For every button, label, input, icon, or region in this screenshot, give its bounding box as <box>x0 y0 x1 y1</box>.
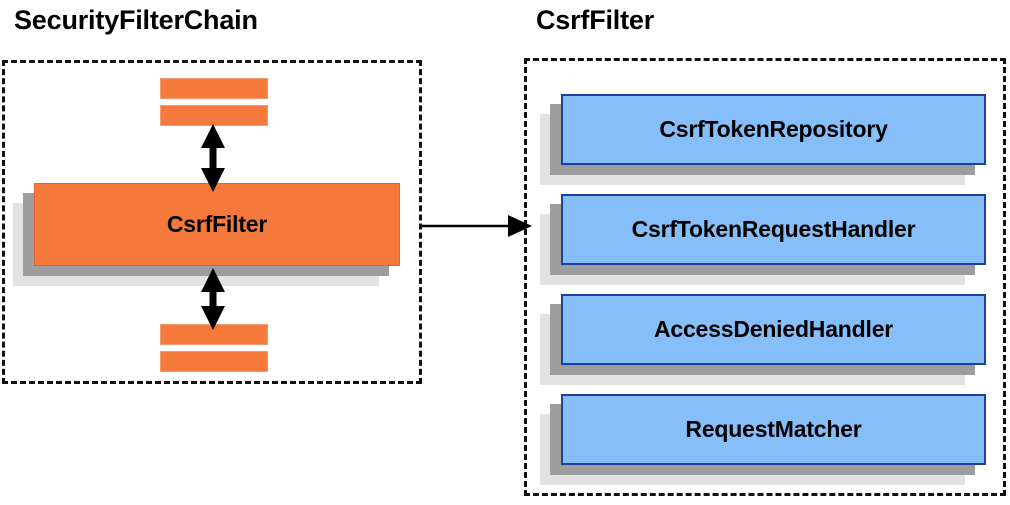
block-csrf-token-request-handler[interactable]: CsrfTokenRequestHandler <box>540 194 986 285</box>
connector-expand <box>422 215 532 237</box>
block-label-csrf-filter: CsrfFilter <box>166 211 268 237</box>
filter-bar-top-2 <box>160 105 268 126</box>
panel-csrf-filter-detail <box>524 58 1006 496</box>
filter-bar-top-1 <box>160 78 268 99</box>
filter-bar-bottom-1 <box>160 324 268 345</box>
block-face: CsrfFilter <box>34 183 400 266</box>
panel-title-security-filter-chain: SecurityFilterChain <box>14 5 258 35</box>
block-request-matcher[interactable]: RequestMatcher <box>540 394 986 485</box>
block-label-access-denied-handler: AccessDeniedHandler <box>653 316 894 342</box>
block-access-denied-handler[interactable]: AccessDeniedHandler <box>540 294 986 385</box>
panel-security-filter-chain <box>2 60 422 384</box>
block-face: RequestMatcher <box>561 394 986 465</box>
block-label-csrf-token-request-handler: CsrfTokenRequestHandler <box>631 216 916 242</box>
block-label-request-matcher: RequestMatcher <box>685 416 862 442</box>
block-label-csrf-token-repository: CsrfTokenRepository <box>659 116 888 142</box>
block-face: AccessDeniedHandler <box>561 294 986 365</box>
block-csrf-token-repository[interactable]: CsrfTokenRepository <box>540 94 986 185</box>
block-face: CsrfTokenRepository <box>561 94 986 165</box>
block-face: CsrfTokenRequestHandler <box>561 194 986 265</box>
panel-title-csrf-filter: CsrfFilter <box>536 5 655 35</box>
block-csrf-filter[interactable]: CsrfFilter <box>13 183 400 286</box>
filter-bar-bottom-2 <box>160 351 268 372</box>
